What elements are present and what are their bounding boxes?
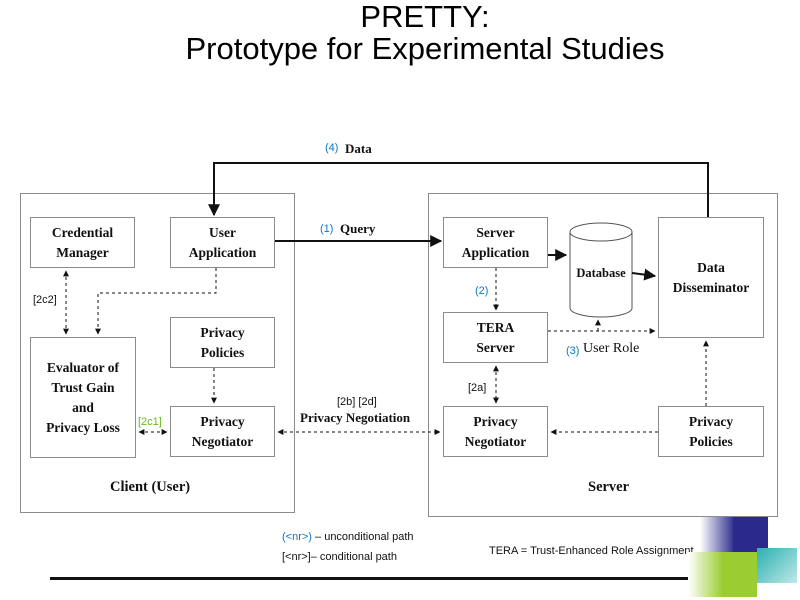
negotiation-step-number: [2b] [2d]: [337, 396, 377, 408]
step-2c2-label: [2c2]: [33, 294, 57, 306]
client-caption: Client (User): [110, 479, 191, 495]
server-caption: Server: [588, 479, 630, 495]
data-step-number: (4): [325, 142, 339, 154]
privacy-negotiation-label: Privacy Negotiation: [300, 410, 411, 425]
query-step-number: (1): [320, 223, 334, 235]
tera-definition: TERA = Trust-Enhanced Role Assignment: [489, 545, 694, 557]
tera-server-box: TERA Server: [443, 312, 548, 363]
server-application-box: Server Application: [443, 217, 548, 268]
query-flow-label: Query: [340, 221, 376, 236]
slide-title: PRETTY:: [360, 0, 490, 34]
server-privacy-policies-box: Privacy Policies: [658, 406, 764, 457]
client-privacy-policies-box: Privacy Policies: [170, 317, 275, 368]
data-flow-label: Data: [345, 141, 372, 156]
deco-teal-square: [757, 548, 797, 583]
client-privacy-negotiator-box: Privacy Negotiator: [170, 406, 275, 457]
data-flow-arrow: [208, 162, 709, 217]
database-label: Database: [576, 266, 626, 280]
deco-navy-square: [733, 517, 768, 552]
server-privacy-negotiator-box: Privacy Negotiator: [443, 406, 548, 457]
legend-unconditional-key: (<nr>): [282, 531, 312, 543]
step-2-label: (2): [475, 285, 489, 297]
step-2a-label: [2a]: [468, 382, 487, 394]
data-disseminator-box: Data Disseminator: [658, 217, 764, 338]
credential-manager-box: Credential Manager: [30, 217, 135, 268]
user-role-step-number: (3): [566, 345, 580, 357]
step-2c1-label: [2c1]: [138, 416, 162, 428]
deco-lime-square: [722, 552, 757, 597]
legend-unconditional-text: – unconditional path: [311, 531, 414, 543]
user-application-box: User Application: [170, 217, 275, 268]
user-role-label: User Role: [583, 341, 640, 356]
evaluator-box: Evaluator of Trust Gain and Privacy Loss: [30, 337, 136, 458]
database-cylinder: [569, 222, 633, 318]
legend-unconditional: (<nr>) – unconditional path: [282, 527, 414, 545]
deco-lime-gradient: [688, 552, 723, 597]
footer-rule: [50, 577, 770, 580]
slide-subtitle: Prototype for Experimental Studies: [185, 31, 665, 66]
deco-navy-gradient: [700, 517, 735, 552]
legend-conditional: [<nr>]– conditional path: [282, 551, 397, 563]
